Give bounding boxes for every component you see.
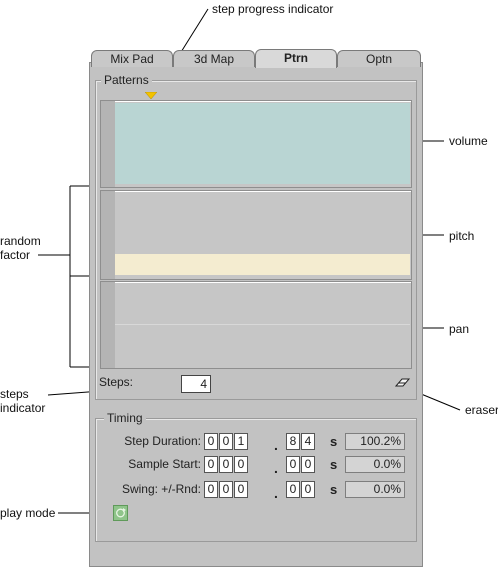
annotation-pan: pan	[449, 322, 470, 336]
sample-start-decimal: .	[274, 460, 278, 476]
tab-mix-pad[interactable]: Mix Pad	[91, 50, 173, 67]
tab-optn[interactable]: Optn	[337, 50, 421, 67]
annotation-steps-indicator: steps indicator	[0, 387, 46, 415]
sample-start-digit-2[interactable]: 0	[219, 456, 233, 473]
step-duration-digit-2[interactable]: 0	[219, 433, 233, 450]
eraser-icon[interactable]	[395, 376, 411, 388]
step-duration-frac-1[interactable]: 8	[286, 433, 300, 450]
play-mode-icon	[116, 508, 126, 518]
swing-frac-2[interactable]: 0	[301, 481, 315, 498]
step-duration-value: 100.2%	[345, 433, 405, 450]
swing-label: Swing: +/-Rnd:	[121, 482, 201, 496]
sample-start-unit: s	[330, 457, 338, 472]
sample-start-frac-1[interactable]: 0	[286, 456, 300, 473]
sample-start-value: 0.0%	[345, 456, 405, 473]
step-duration-frac-2[interactable]: 4	[301, 433, 315, 450]
step-duration-unit: s	[330, 434, 338, 449]
swing-value: 0.0%	[345, 481, 405, 498]
triangle-down-icon	[145, 92, 157, 100]
play-mode-button[interactable]	[113, 505, 128, 521]
annotation-play-mode: play mode	[0, 506, 56, 520]
patterns-title: Patterns	[101, 73, 152, 87]
step-duration-digit-3[interactable]: 1	[234, 433, 248, 450]
step-duration-label: Step Duration:	[124, 434, 201, 448]
swing-decimal: .	[274, 485, 278, 501]
pan-center-line	[115, 324, 410, 325]
sample-start-frac-2[interactable]: 0	[301, 456, 315, 473]
swing-unit: s	[330, 482, 338, 497]
annotation-volume: volume	[449, 134, 488, 148]
pitch-lane[interactable]	[100, 190, 412, 280]
annotation-step-progress: step progress indicator	[212, 2, 334, 16]
tab-bar: Mix Pad 3d Map Ptrn Optn	[89, 49, 423, 70]
swing-frac-1[interactable]: 0	[286, 481, 300, 498]
annotation-random-factor: random factor	[0, 234, 41, 262]
tab-ptrn[interactable]: Ptrn	[255, 49, 337, 68]
volume-random-strip[interactable]	[101, 101, 115, 187]
swing-digit-3[interactable]: 0	[234, 481, 248, 498]
tab-3d-map[interactable]: 3d Map	[173, 50, 255, 67]
timing-group	[95, 418, 417, 542]
pitch-fill	[115, 254, 410, 275]
steps-input[interactable]: 4	[181, 375, 211, 393]
pan-lane[interactable]	[100, 281, 412, 369]
annotation-pitch: pitch	[449, 229, 475, 243]
sample-start-digit-1[interactable]: 0	[204, 456, 218, 473]
pan-random-strip[interactable]	[101, 282, 115, 368]
step-duration-digit-1[interactable]: 0	[204, 433, 218, 450]
timing-title: Timing	[104, 411, 146, 425]
steps-label: Steps:	[99, 375, 134, 389]
sample-start-digit-3[interactable]: 0	[234, 456, 248, 473]
patterns-group	[95, 80, 417, 400]
swing-digit-1[interactable]: 0	[204, 481, 218, 498]
swing-digit-2[interactable]: 0	[219, 481, 233, 498]
volume-fill	[115, 103, 410, 184]
step-duration-decimal: .	[274, 437, 278, 453]
pitch-random-strip[interactable]	[101, 191, 115, 279]
sample-start-label: Sample Start:	[128, 457, 201, 471]
volume-lane[interactable]	[100, 100, 412, 188]
annotation-eraser: eraser	[465, 403, 498, 417]
